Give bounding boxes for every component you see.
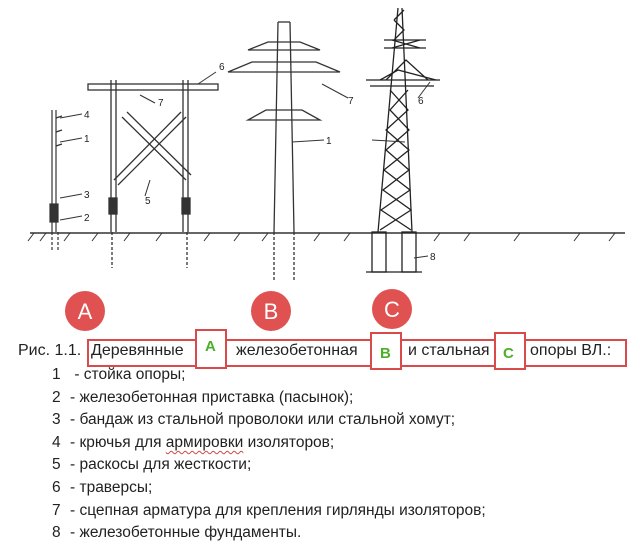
wooden-single-pole: [49, 110, 63, 252]
caption-concrete: железобетонная: [236, 342, 358, 359]
label-7a: 7: [158, 98, 164, 109]
label-7b: 7: [348, 96, 354, 107]
label-1a: 1: [84, 134, 90, 145]
badge-c: C: [372, 289, 412, 329]
caption-wooden: Деревянные: [91, 342, 184, 359]
label-1b: 1: [326, 136, 332, 147]
leader-lines: [59, 71, 431, 259]
box-b-frame: [370, 332, 402, 370]
caption-prefix: Рис. 1.1.: [18, 342, 82, 359]
label-3: 3: [84, 190, 90, 201]
box-c-frame: [494, 332, 526, 370]
wooden-portal-support: [87, 80, 219, 268]
legend-item-3: 3- бандаж из стальной проволоки или стал…: [52, 411, 456, 429]
steel-lattice-tower: [366, 7, 440, 273]
ground-line: [27, 232, 625, 242]
concrete-support: [227, 21, 341, 280]
caption-steel: и стальная: [408, 342, 490, 359]
label-6b: 6: [418, 96, 424, 107]
box-a-frame: [195, 329, 227, 369]
label-4: 4: [84, 110, 90, 121]
legend-item-8: 8- железобетонные фундаменты.: [52, 524, 302, 542]
svg-text:B: B: [264, 299, 279, 324]
caption-box-c-letter: C: [503, 345, 514, 362]
svg-text:A: A: [78, 299, 93, 324]
caption-suffix: опоры ВЛ.:: [530, 342, 612, 359]
caption-box-a-letter: A: [205, 338, 216, 355]
legend-item-1: 1 - стойка опоры;: [52, 366, 186, 383]
label-2: 2: [84, 213, 90, 224]
svg-text:C: C: [384, 297, 400, 322]
legend-item-2: 2- железобетонная приставка (пасынок);: [52, 388, 354, 406]
legend-item-4: 4- крючья для армировки изоляторов;: [52, 433, 335, 451]
legend-list: 1 - стойка опоры; 2- железобетонная прис…: [52, 364, 486, 545]
caption-box-b-letter: B: [380, 345, 391, 362]
legend-item-6: 6- траверсы;: [52, 478, 153, 496]
caption-frame: [87, 329, 627, 370]
label-6a: 6: [219, 62, 225, 73]
legend-item-5: 5- раскосы для жесткости;: [52, 456, 252, 474]
badge-a: A: [65, 291, 105, 331]
legend-item-7: 7- сцепная арматура для крепления гирлян…: [52, 501, 486, 519]
label-8: 8: [430, 252, 436, 263]
badge-b: B: [251, 291, 291, 331]
label-5: 5: [145, 196, 151, 207]
